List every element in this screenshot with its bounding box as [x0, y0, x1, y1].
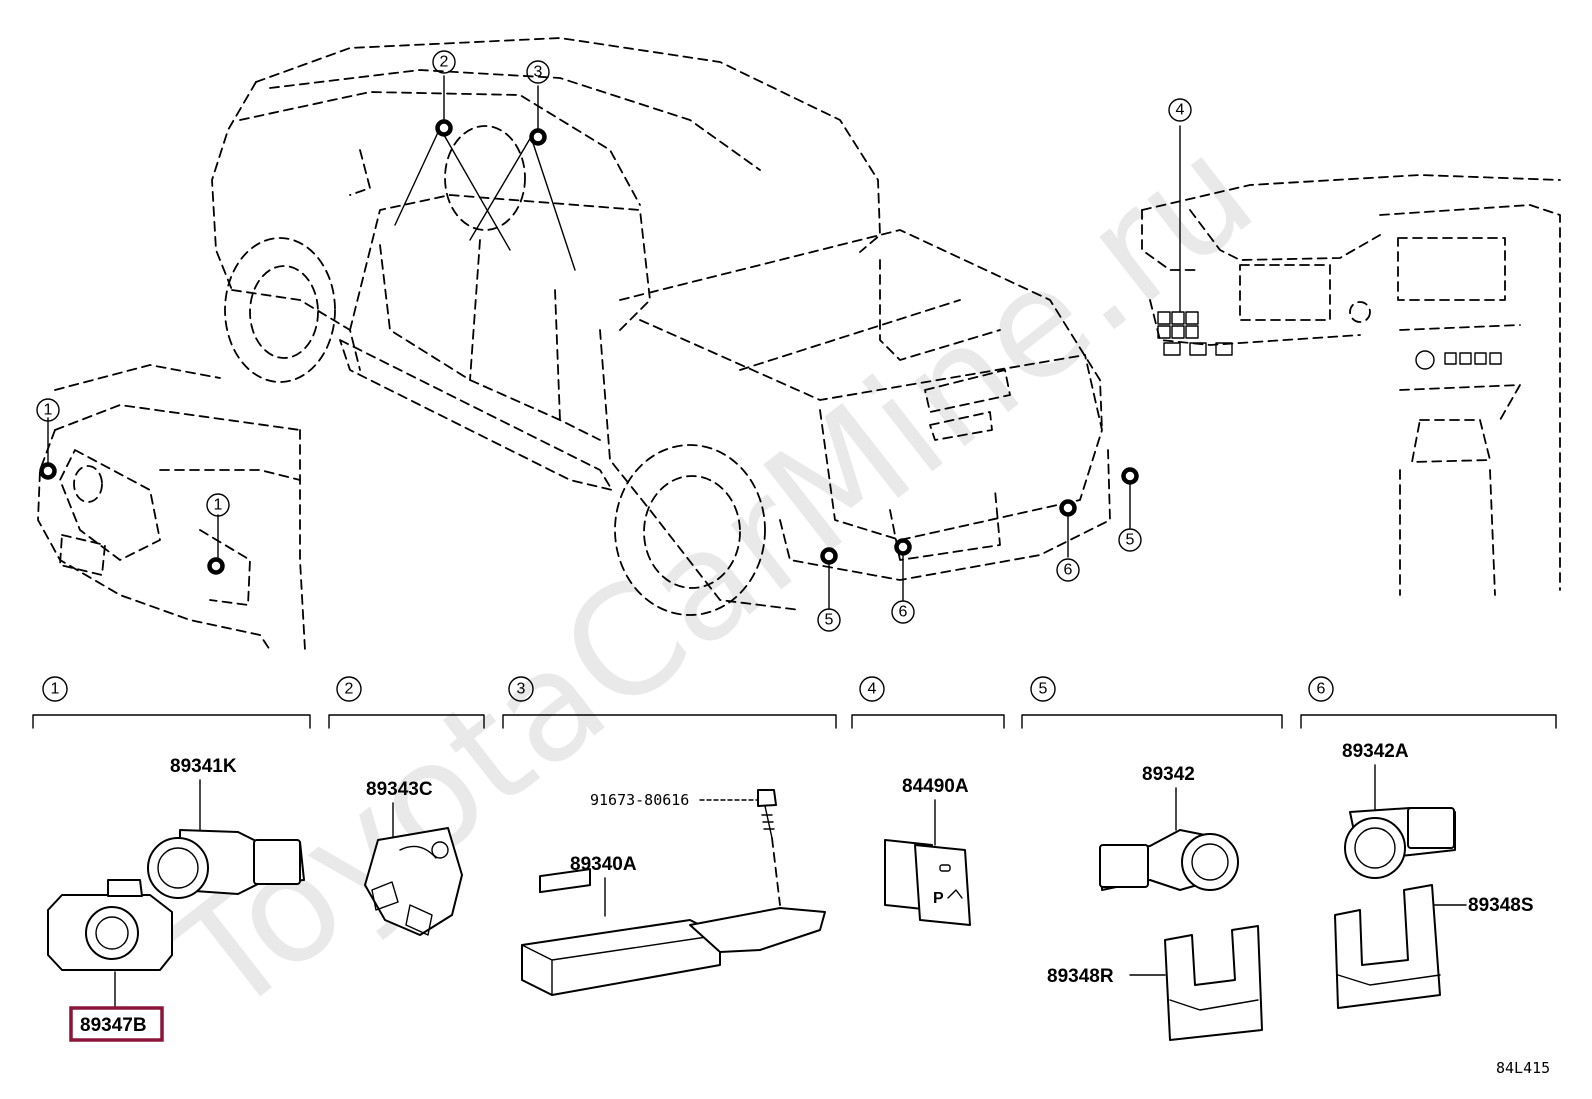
- sensor-dot-6b: [1059, 499, 1077, 517]
- group-5-number: 5: [1039, 681, 1048, 698]
- sensor-dot-6a: [894, 538, 912, 556]
- group-3-number: 3: [517, 681, 526, 698]
- svg-text:5: 5: [1126, 532, 1135, 549]
- svg-text:1: 1: [44, 402, 53, 419]
- group-3-parts: 91673-80616 89340A: [521, 789, 826, 996]
- svg-text:1: 1: [214, 497, 223, 514]
- sensor-dot-2: [435, 119, 453, 137]
- group-4-number: 4: [868, 681, 877, 698]
- diagram-code: 84L415: [1496, 1059, 1550, 1077]
- watermark: ToyotaCarMine.ru: [144, 104, 1285, 1048]
- group-1-number: 1: [51, 681, 60, 698]
- part-label-89343C[interactable]: 89343C: [366, 779, 433, 800]
- dashboard-illustration: [1141, 174, 1561, 596]
- highlight-box-89347B: [69, 1006, 164, 1042]
- sensor-dot-5a: [820, 547, 838, 565]
- part-label-91673-80616[interactable]: 91673-80616: [590, 791, 689, 809]
- pickup-truck-illustration: [211, 37, 1111, 616]
- part-label-89348S[interactable]: 89348S: [1468, 895, 1534, 916]
- svg-text:4: 4: [1176, 102, 1185, 119]
- part-label-89342[interactable]: 89342: [1142, 764, 1195, 785]
- svg-text:5: 5: [825, 612, 834, 629]
- part-label-89347B[interactable]: 89347B: [80, 1015, 147, 1036]
- sensor-dot-5b: [1121, 467, 1139, 485]
- svg-text:6: 6: [1064, 562, 1073, 579]
- group-2-number: 2: [345, 681, 354, 698]
- part-label-89342A[interactable]: 89342A: [1342, 741, 1409, 762]
- sensor-dot-1b: [207, 557, 225, 575]
- group-6-parts: 89342A 89348S: [1334, 741, 1534, 1009]
- group-5-parts: 89342 89348R: [1047, 764, 1263, 1041]
- sensor-dot-1a: [39, 462, 57, 480]
- group-1-parts: 89341K 89347B: [47, 756, 305, 1042]
- illustration-callouts: 1 1 2 3 4 5 5 6 6: [36, 50, 1192, 632]
- group-brackets: 1 2 3 4 5 6: [32, 676, 1557, 729]
- group-6-number: 6: [1317, 681, 1326, 698]
- svg-text:2: 2: [440, 54, 449, 71]
- svg-text:6: 6: [899, 604, 908, 621]
- group-4-parts: 84490A P: [884, 776, 971, 926]
- group-2-parts: 89343C: [364, 779, 463, 936]
- part-label-89348R[interactable]: 89348R: [1047, 966, 1114, 987]
- svg-text:3: 3: [534, 64, 543, 81]
- sensor-locations: [39, 75, 1181, 609]
- part-label-89341K[interactable]: 89341K: [170, 756, 237, 777]
- parking-p-glyph: P: [933, 890, 944, 907]
- sensor-dot-3: [529, 128, 547, 146]
- front-bumper-illustration: [37, 364, 306, 651]
- part-label-84490A[interactable]: 84490A: [902, 776, 969, 797]
